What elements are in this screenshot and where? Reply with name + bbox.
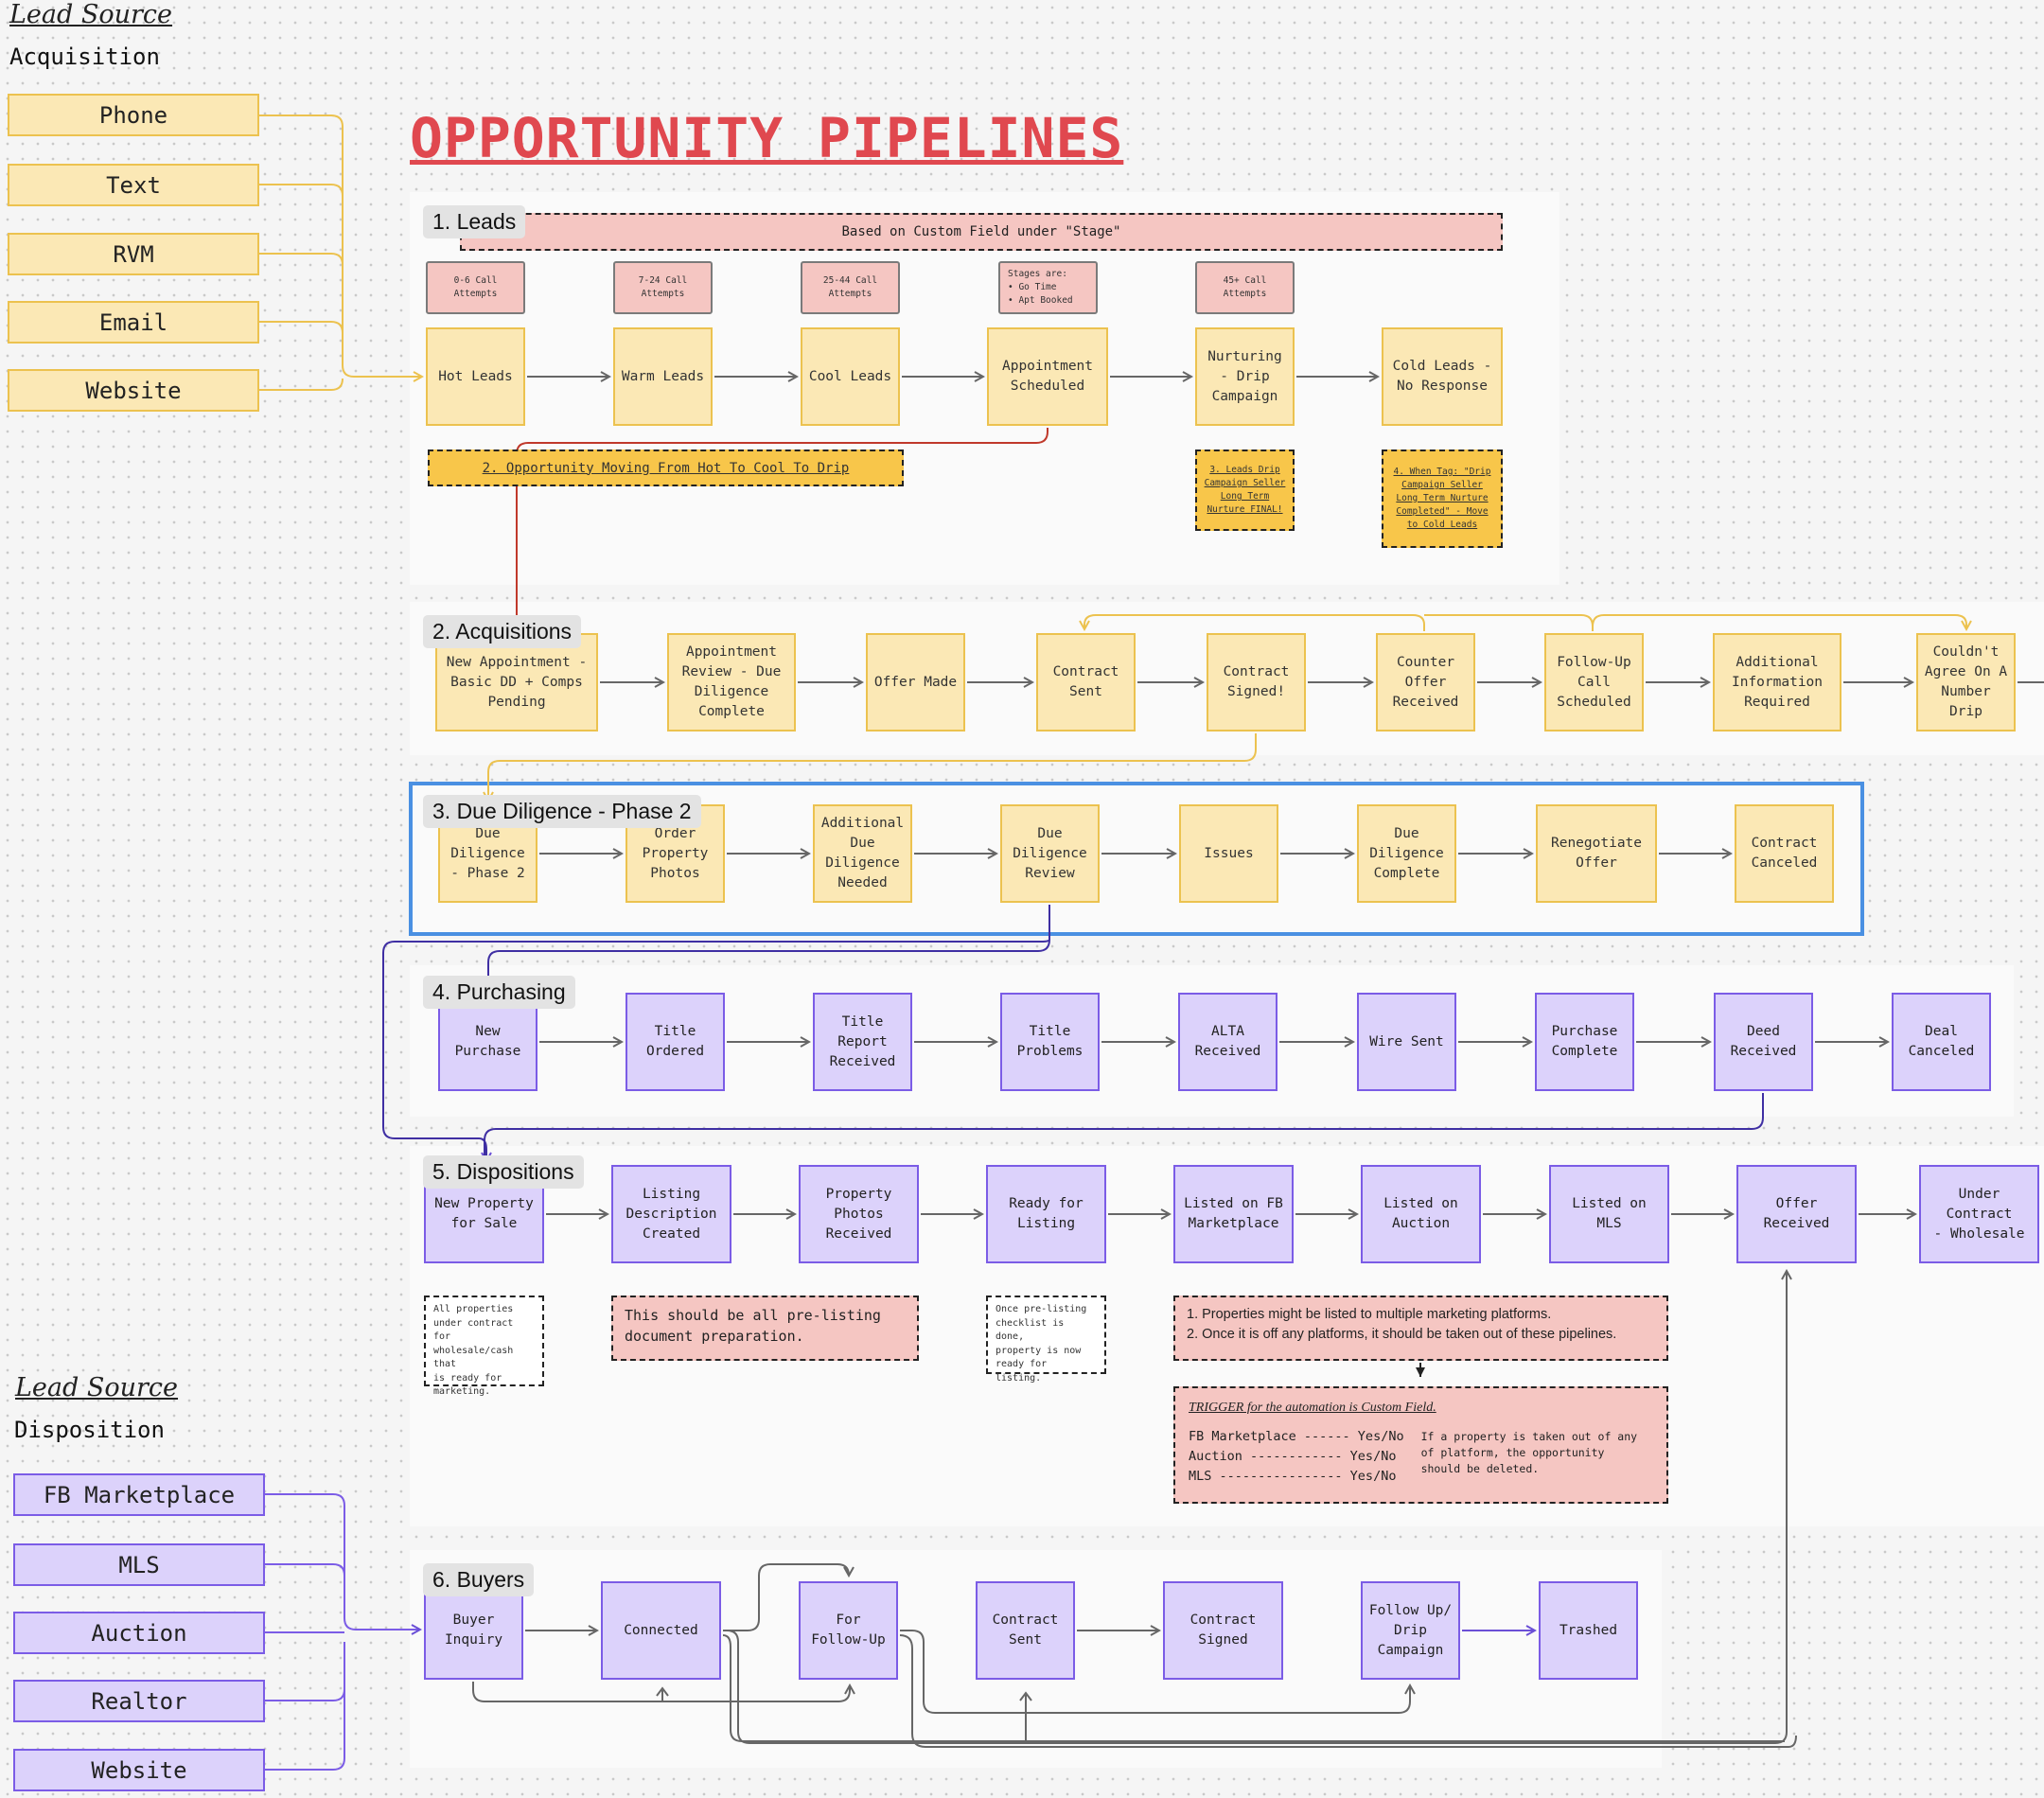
stage-deal-canceled[interactable]: Deal Canceled [1892,993,1991,1091]
stage-listed-auction[interactable]: Listed on Auction [1361,1165,1481,1263]
section-label-due-diligence: 3. Due Diligence - Phase 2 [423,795,701,828]
lead-source-auction[interactable]: Auction [13,1612,265,1654]
stage-offer-received[interactable]: Offer Received [1736,1165,1857,1263]
disposition-source-connectors [265,1493,420,1771]
stage-due-diligence-review[interactable]: Due Diligence Review [1000,804,1100,903]
stage-couldnt-agree[interactable]: Couldn't Agree On A Number Drip [1916,633,2016,732]
trigger-fields: FB Marketplace ------ Yes/No Auction ---… [1189,1429,1404,1484]
stage-follow-up-drip[interactable]: Follow Up/ Drip Campaign [1361,1581,1460,1680]
stage-contract-sent[interactable]: Contract Sent [1036,633,1136,732]
stage-title-problems[interactable]: Title Problems [1000,993,1100,1091]
stage-buyer-inquiry[interactable]: Buyer Inquiry [424,1581,523,1680]
stage-appointment-scheduled[interactable]: Appointment Scheduled [987,327,1108,426]
pre-listing-note: This should be all pre-listing document … [611,1296,919,1361]
stage-title-report-received[interactable]: Title Report Received [813,993,912,1091]
stage-cool-leads[interactable]: Cool Leads [801,327,900,426]
stage-nurturing-drip[interactable]: Nurturing - Drip Campaign [1195,327,1295,426]
stage-warm-leads[interactable]: Warm Leads [613,327,713,426]
stage-counter-offer[interactable]: Counter Offer Received [1376,633,1475,732]
section-label-buyers: 6. Buyers [423,1563,535,1596]
stage-contract-signed-buyer[interactable]: Contract Signed [1163,1581,1283,1680]
opportunity-moving-note: 2. Opportunity Moving From Hot To Cool T… [428,450,904,486]
lead-source-title-acquisition: Lead Source [9,0,173,29]
stage-contract-sent-buyer[interactable]: Contract Sent [976,1581,1075,1680]
stage-connected[interactable]: Connected [601,1581,721,1680]
platforms-note: 1. Properties might be listed to multipl… [1173,1296,1668,1361]
section-label-leads: 1. Leads [423,205,526,238]
stage-follow-up-call[interactable]: Follow-Up Call Scheduled [1544,633,1644,732]
stage-property-photos-received[interactable]: Property Photos Received [799,1165,919,1263]
stage-listed-mls[interactable]: Listed on MLS [1549,1165,1669,1263]
stage-contract-signed[interactable]: Contract Signed! [1207,633,1306,732]
trigger-description: If a property is taken out of any of pla… [1420,1430,1638,1475]
call-attempts-note: 0-6 Call Attempts [426,261,525,314]
lead-source-phone[interactable]: Phone [8,94,259,136]
lead-source-title-disposition: Lead Source [15,1373,179,1402]
lead-source-realtor[interactable]: Realtor [13,1680,265,1722]
stage-under-contract-wholesale[interactable]: Under Contract - Wholesale [1919,1165,2039,1263]
stage-additional-due-diligence[interactable]: Additional Due Diligence Needed [813,804,912,903]
stage-issues[interactable]: Issues [1179,804,1278,903]
stage-field-banner: Based on Custom Field under "Stage" [460,213,1503,251]
stage-renegotiate-offer[interactable]: Renegotiate Offer [1536,804,1657,903]
stage-hot-leads[interactable]: Hot Leads [426,327,525,426]
stage-appointment-review[interactable]: Appointment Review - Due Diligence Compl… [667,633,796,732]
call-attempts-note: 45+ Call Attempts [1195,261,1295,314]
trigger-title: TRIGGER for the automation is Custom Fie… [1189,1401,1436,1415]
lead-source-website[interactable]: Website [8,369,259,412]
stage-due-diligence-complete[interactable]: Due Diligence Complete [1357,804,1456,903]
stage-wire-sent[interactable]: Wire Sent [1357,993,1456,1091]
stage-cold-leads[interactable]: Cold Leads - No Response [1382,327,1503,426]
properties-note: All properties under contract for wholes… [424,1296,544,1397]
lead-source-subtitle-acquisition: Acquisition [9,44,160,70]
lead-source-subtitle-disposition: Disposition [14,1417,165,1443]
lead-source-rvm[interactable]: RVM [8,233,259,275]
stage-new-appointment[interactable]: New Appointment - Basic DD + Comps Pendi… [435,633,598,732]
lead-source-fb-marketplace[interactable]: FB Marketplace [13,1473,265,1516]
page-title: OPPORTUNITY PIPELINES [410,106,1124,170]
stage-contract-canceled[interactable]: Contract Canceled [1735,804,1834,903]
lead-source-mls[interactable]: MLS [13,1543,265,1586]
stage-offer-made[interactable]: Offer Made [866,633,965,732]
stage-ready-for-listing[interactable]: Ready for Listing [986,1165,1106,1263]
section-label-acquisitions: 2. Acquisitions [423,615,582,648]
stage-alta-received[interactable]: ALTA Received [1178,993,1278,1091]
call-attempts-note: 7-24 Call Attempts [613,261,713,314]
stage-title-ordered[interactable]: Title Ordered [626,993,725,1091]
stage-additional-information[interactable]: Additional Information Required [1713,633,1841,732]
stage-listed-fb-marketplace[interactable]: Listed on FB Marketplace [1173,1165,1294,1263]
stage-for-follow-up[interactable]: For Follow-Up [799,1581,898,1680]
stage-trashed[interactable]: Trashed [1539,1581,1638,1680]
stage-deed-received[interactable]: Deed Received [1714,993,1813,1091]
lead-source-text[interactable]: Text [8,164,259,206]
stages-note: Stages are: • Go Time • Apt Booked [998,261,1098,314]
call-attempts-note: 25-44 Call Attempts [801,261,900,314]
lead-source-email[interactable]: Email [8,301,259,344]
stage-purchase-complete[interactable]: Purchase Complete [1535,993,1634,1091]
section-label-purchasing: 4. Purchasing [423,976,575,1009]
stage-listing-description[interactable]: Listing Description Created [611,1165,731,1263]
section-label-dispositions: 5. Dispositions [423,1155,584,1189]
drip-campaign-note: 3. Leads Drip Campaign Seller Long Term … [1195,450,1295,531]
acquisition-source-connectors [259,115,422,391]
lead-source-website-disposition[interactable]: Website [13,1749,265,1791]
checklist-note: Once pre-listing checklist is done, prop… [986,1296,1106,1384]
trigger-note: TRIGGER for the automation is Custom Fie… [1173,1386,1668,1504]
drip-tag-note: 4. When Tag: "Drip Campaign Seller Long … [1382,450,1503,548]
